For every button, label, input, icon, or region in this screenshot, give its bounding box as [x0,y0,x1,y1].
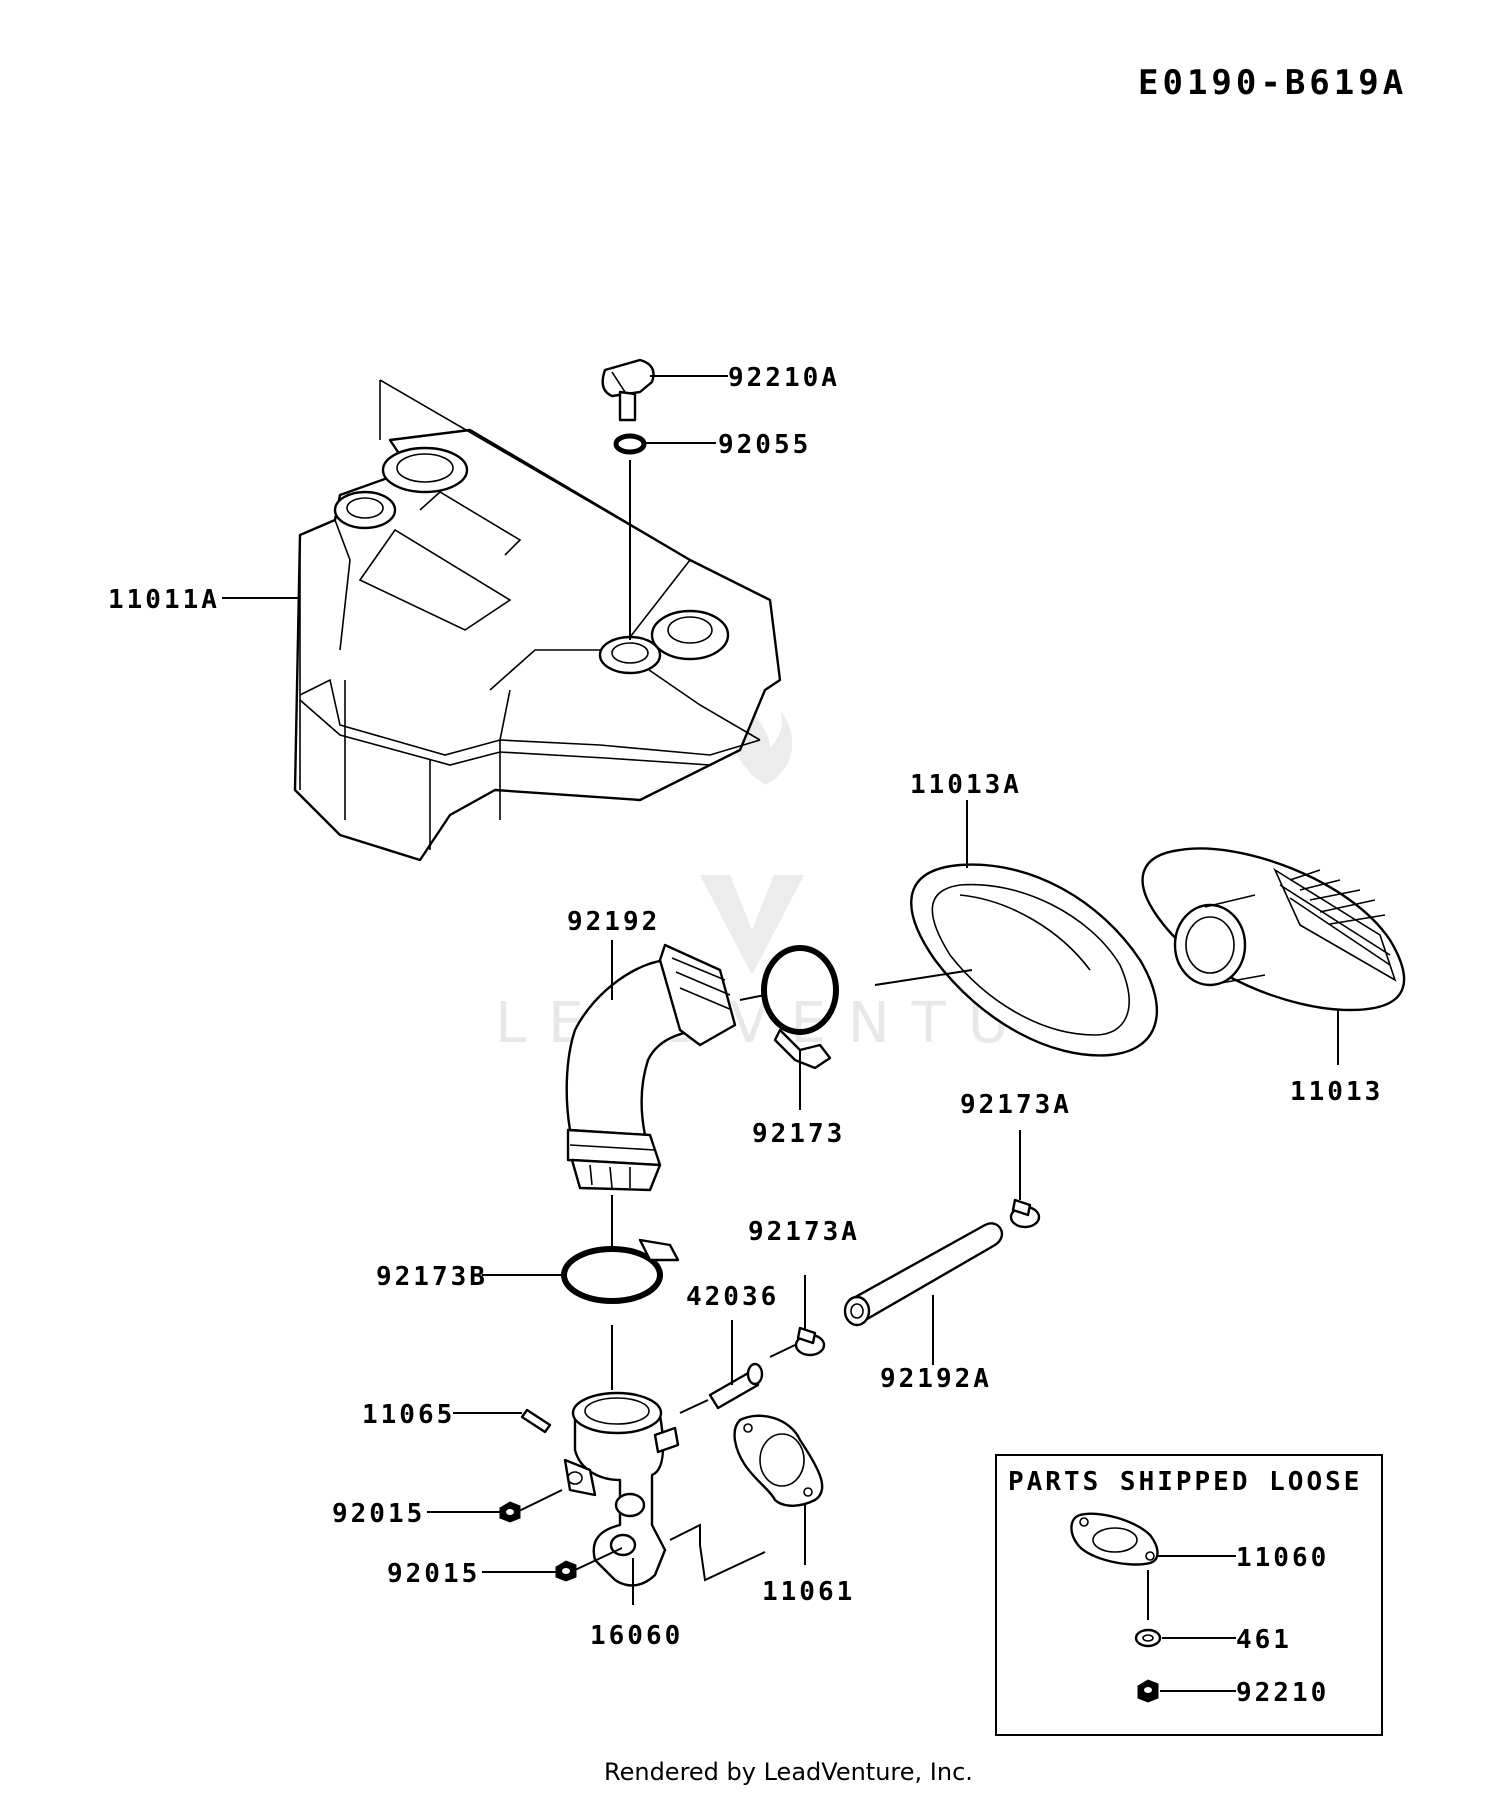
nut-92015-lower [555,1560,577,1582]
fitting-92210a-part [601,358,655,422]
callout-92192a: 92192A [880,1364,992,1394]
callout-92015-lower: 92015 [387,1559,480,1589]
callout-92173b: 92173B [376,1262,488,1292]
fuel-tank [293,379,782,862]
callout-92055: 92055 [718,430,811,460]
elbow-hose [565,943,737,1192]
diagram-code: E0190-B619A [1138,63,1407,103]
air-cleaner-assembly [1141,847,1406,1012]
callout-461: 461 [1236,1625,1292,1655]
footer-credit: Rendered by LeadVenture, Inc. [604,1758,973,1786]
small-clamp-92173a-upper [1009,1198,1041,1229]
callout-92173a-lower: 92173A [748,1217,860,1247]
parts-shipped-loose-box: PARTS SHIPPED LOOSE 11060 461 92210 [995,1454,1383,1736]
callout-92210a: 92210A [728,363,840,393]
nut-92210 [1137,1679,1159,1703]
small-clamp-92173a-lower [794,1326,826,1357]
gasket-11061 [733,1414,824,1507]
callout-92015-upper: 92015 [332,1499,425,1529]
callout-11061: 11061 [762,1577,855,1607]
callout-11013a: 11013A [910,770,1022,800]
hose-clamp-92173 [761,945,839,1070]
nut-92015-upper [499,1501,521,1523]
callout-11013: 11013 [1290,1077,1383,1107]
callout-11060: 11060 [1236,1543,1329,1573]
fuel-hose-92192a [843,1222,1004,1327]
fuel-nipple-42036 [708,1362,764,1410]
o-ring-92055-part [613,433,647,455]
callout-11011a: 11011A [108,585,220,615]
callout-92192: 92192 [567,907,660,937]
callout-92210: 92210 [1236,1678,1329,1708]
hose-clamp-92173b [561,1238,680,1304]
callout-labels: 92210A 92055 11011A 11013A 92192 11013 9… [108,363,1383,1651]
gasket-11060 [1070,1512,1159,1566]
air-filter-element [910,863,1159,1057]
callout-42036: 42036 [686,1282,779,1312]
intake-joint-16060 [563,1391,680,1587]
callout-11065: 11065 [362,1400,455,1430]
loose-box-title: PARTS SHIPPED LOOSE [1008,1467,1362,1497]
pin-11065 [520,1408,552,1434]
callout-92173: 92173 [752,1119,845,1149]
callout-92173a-upper: 92173A [960,1090,1072,1120]
lock-washer-461 [1134,1628,1162,1648]
callout-16060: 16060 [590,1621,683,1651]
leader-lines [222,375,1339,1605]
